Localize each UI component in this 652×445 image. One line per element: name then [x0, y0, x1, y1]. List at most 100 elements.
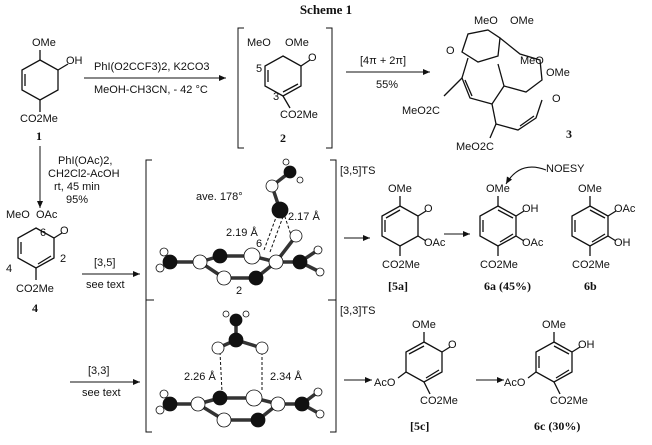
compound-4: MeO OAc 6 O 4 2 CO2Me 4	[6, 209, 69, 315]
c2-ome: OMe	[285, 37, 309, 49]
compound-2: MeO OMe O 5 3 CO2Me 2	[247, 37, 318, 145]
c2-meo: MeO	[247, 37, 271, 49]
c6c-ome: OMe	[542, 319, 566, 331]
compound-6a: OMe OH OAc CO2Me 6a (45%)	[479, 183, 544, 293]
ts35-n6: 6	[256, 238, 262, 250]
c6a-oh: OH	[522, 203, 539, 215]
c1-ome: OMe	[32, 37, 56, 49]
c6c-co2me: CO2Me	[550, 395, 588, 407]
c5a-o: O	[424, 203, 433, 215]
ts-bracket-left	[145, 159, 152, 433]
c5a-oac: OAc	[424, 237, 446, 249]
c4-n2: 2	[60, 253, 66, 265]
c6c-ring	[535, 341, 573, 383]
c2-co2me: CO2Me	[280, 109, 318, 121]
c4-co2me: CO2Me	[16, 283, 54, 295]
c6b-ring	[571, 205, 609, 247]
c5a-label: [5a]	[388, 279, 408, 293]
c6c-label: 6c (30%)	[534, 419, 580, 433]
c6b-co2me: CO2Me	[572, 259, 610, 271]
reagent-5-line2: see text	[82, 387, 121, 399]
ts35-n2: 2	[236, 285, 242, 297]
ts33-label: [3,3]TS	[340, 305, 375, 317]
ts-bracket-right	[330, 159, 337, 433]
c5c-aco: AcO	[374, 377, 396, 389]
c2-ring	[264, 55, 302, 97]
c5c-ring	[405, 341, 443, 383]
c3-meo2c-bottom: MeO2C	[456, 141, 494, 153]
c6a-co2me: CO2Me	[480, 259, 518, 271]
ts35-dist-2: 2.17 Å	[288, 210, 320, 223]
ts33-model: 2.26 Å 2.34 Å	[155, 310, 325, 428]
reagent-4-line1: [3,5]	[94, 257, 115, 269]
ts35-angle: ave. 178°	[196, 191, 243, 203]
c2-n3: 3	[273, 91, 279, 103]
c5c-co2me: CO2Me	[420, 395, 458, 407]
reagent-2-line2: 55%	[376, 79, 398, 91]
c1-ring	[21, 59, 59, 101]
c6a-label: 6a (45%)	[484, 279, 531, 293]
c5a-ome: OMe	[388, 183, 412, 195]
c5a-ring	[381, 205, 419, 247]
scheme-title: Scheme 1	[300, 2, 352, 17]
c6b-oh: OH	[614, 237, 631, 249]
c3-right-ring	[499, 37, 543, 93]
bracket-2-left	[237, 27, 244, 149]
c3-label: 3	[566, 127, 572, 141]
c5c-label: [5c]	[410, 419, 429, 433]
c5c-ome: OMe	[412, 319, 436, 331]
c3-meo2c-left: MeO2C	[402, 105, 440, 117]
c4-label: 4	[32, 301, 38, 315]
reagent-5-line1: [3,3]	[88, 365, 109, 377]
noesy-label: NOESY	[546, 163, 585, 175]
c6a-ring	[479, 205, 517, 247]
c4-meo: MeO	[6, 209, 30, 221]
c1-label: 1	[36, 129, 42, 143]
reagent-3-line4: 95%	[66, 194, 88, 206]
reagent-3-line2: CH2Cl2-AcOH	[48, 168, 120, 180]
c2-o: O	[308, 52, 317, 64]
compound-6c: OMe OH AcO CO2Me 6c (30%)	[504, 319, 595, 433]
c3-left-ring	[461, 57, 505, 105]
c6b-oac: OAc	[614, 203, 636, 215]
c4-n4: 4	[6, 263, 12, 275]
c6c-aco: AcO	[504, 377, 526, 389]
c3-ome-top: OMe	[510, 15, 534, 27]
ts35-label: [3,5]TS	[340, 165, 375, 177]
c4-oac: OAc	[36, 209, 58, 221]
compound-5a: OMe O OAc CO2Me [5a]	[381, 183, 446, 293]
c6a-ome: OMe	[486, 183, 510, 195]
c3-o-left: O	[446, 45, 455, 57]
ts33-dist-2: 2.34 Å	[270, 370, 302, 383]
ts35-dist-1: 2.19 Å	[226, 226, 258, 239]
c3-meo-top: MeO	[474, 15, 498, 27]
c5a-co2me: CO2Me	[382, 259, 420, 271]
reagent-3-line3: rt, 45 min	[54, 181, 100, 193]
c1-co2me: CO2Me	[20, 113, 58, 125]
c2-n5: 5	[256, 63, 262, 75]
reagent-1-line1: PhI(O2CCF3)2, K2CO3	[94, 61, 210, 73]
c6c-oh: OH	[578, 339, 595, 351]
compound-6b: OMe OAc OH CO2Me 6b	[571, 183, 636, 293]
compound-1: OMe OH CO2Me 1	[20, 37, 83, 143]
reagent-4-line2: see text	[86, 279, 125, 291]
ts33-dist-1: 2.26 Å	[184, 370, 216, 383]
c4-o: O	[60, 225, 69, 237]
ts35-model: ave. 178° 2.19 Å 2.17 Å 6 2	[155, 158, 325, 297]
reagent-2-line1: [4π + 2π]	[360, 55, 406, 67]
c5c-o: O	[448, 339, 457, 351]
reagent-3-line1: PhI(OAc)2,	[58, 155, 112, 167]
c1-oh: OH	[66, 55, 83, 67]
c4-ring	[17, 227, 55, 269]
c3-top-bridge	[461, 29, 501, 63]
c3-meo-right: MeO	[520, 55, 544, 67]
c2-label: 2	[280, 131, 286, 145]
compound-5c: OMe O AcO CO2Me [5c]	[374, 319, 458, 433]
c3-o-right: O	[552, 93, 561, 105]
c6b-label: 6b	[584, 279, 597, 293]
bracket-2-right	[326, 27, 333, 149]
c3-ome-right: OMe	[546, 67, 570, 79]
c4-n6: 6	[40, 227, 46, 239]
c6a-oac: OAc	[522, 237, 544, 249]
